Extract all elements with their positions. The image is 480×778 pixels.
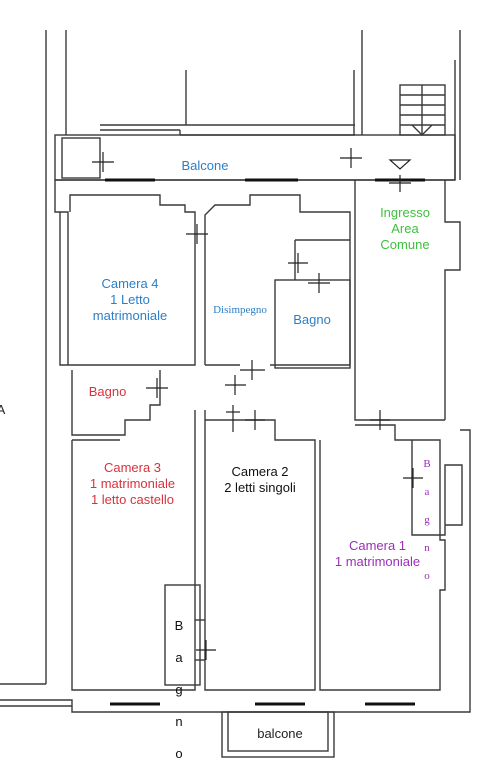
door-marks xyxy=(92,148,423,660)
bagno-right-letter: a xyxy=(424,486,430,498)
bagno-small-letter: B xyxy=(174,618,184,633)
walls xyxy=(0,30,471,758)
camera4-label: Camera 4 1 Letto matrimoniale xyxy=(92,276,168,323)
bagno-right-letter: n xyxy=(424,542,430,554)
bagno-small-letter: n xyxy=(175,714,183,729)
disimpegno-label: Disimpegno xyxy=(213,304,267,316)
bagno-right-letter: B xyxy=(423,458,431,470)
balcone-bottom-label: balcone xyxy=(257,726,303,741)
bagno-left-label: Bagno xyxy=(88,384,127,399)
bagno-small-letter: g xyxy=(175,682,183,697)
bagno-right-letter: g xyxy=(424,514,430,526)
bagno-right-label: B a g n o xyxy=(420,443,434,597)
edge-letter-label: A xyxy=(0,402,6,417)
bagno-small-letter: o xyxy=(175,746,183,761)
bagno-right-letter: o xyxy=(424,570,430,582)
ingresso-label: Ingresso Area Comune xyxy=(380,205,430,252)
camera2-label: Camera 2 2 letti singoli xyxy=(224,464,296,495)
bagno-center-label: Bagno xyxy=(293,312,331,327)
bagno-small-label: B a g n o xyxy=(172,602,186,778)
camera3-label: Camera 3 1 matrimoniale 1 letto castello xyxy=(89,460,176,507)
entrance-arrow-icon xyxy=(388,159,412,170)
windows xyxy=(105,178,425,706)
bagno-small-letter: a xyxy=(175,650,183,665)
balcone-top-label: Balcone xyxy=(181,158,229,173)
camera1-label: Camera 1 1 matrimoniale xyxy=(334,538,421,569)
